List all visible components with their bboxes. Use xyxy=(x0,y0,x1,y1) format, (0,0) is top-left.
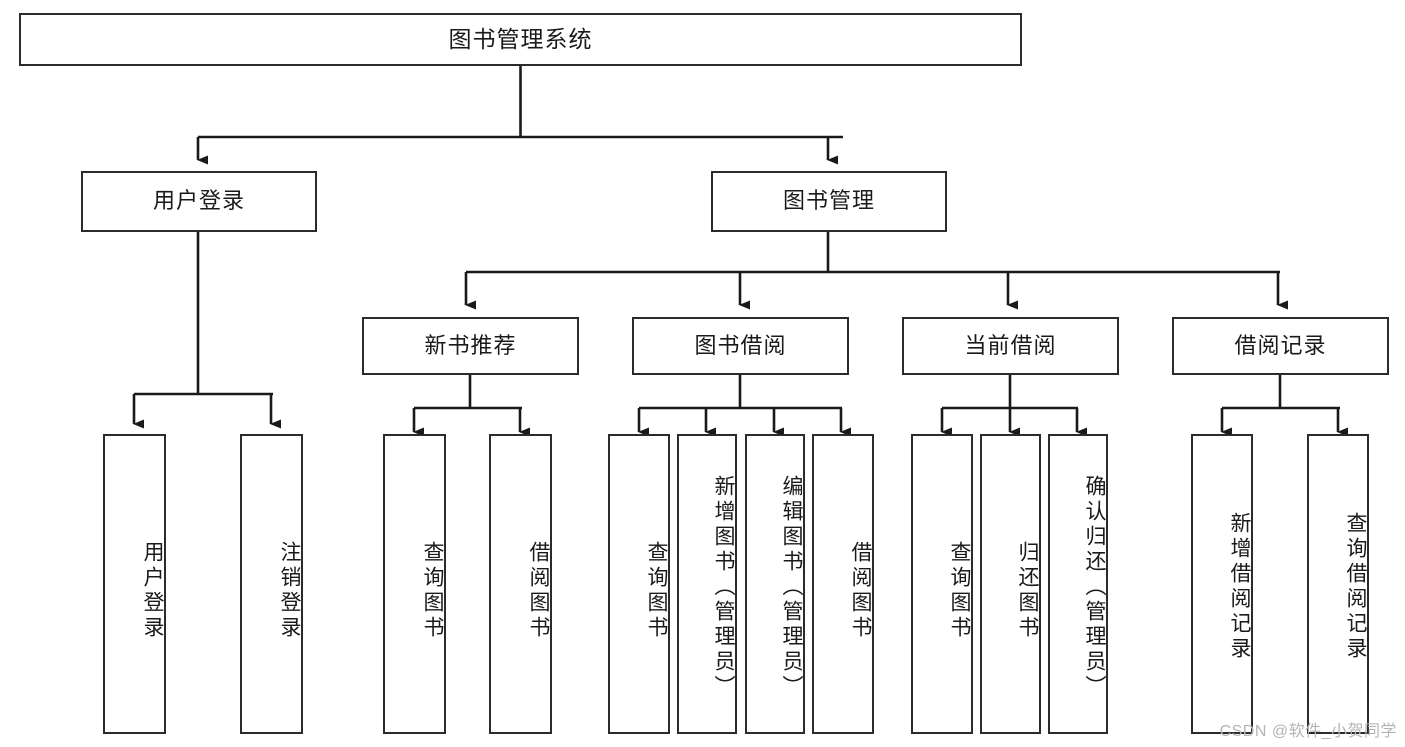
node-root-label: 图书管理系统 xyxy=(448,25,593,52)
leaf-return-book-label: 归还图书 xyxy=(1016,541,1039,641)
leaf-query-book-1-label: 查询图书 xyxy=(421,541,444,641)
leaf-borrow-book-2-label: 借阅图书 xyxy=(849,541,872,641)
node-user-login[interactable]: 用户登录 xyxy=(81,171,317,232)
node-new-book-recommend-label: 新书推荐 xyxy=(424,332,517,358)
leaf-logout-login[interactable]: 注销登录 xyxy=(240,434,303,734)
leaf-query-book-2[interactable]: 查询图书 xyxy=(608,434,670,734)
node-user-login-label: 用户登录 xyxy=(152,188,245,214)
leaf-query-book-1[interactable]: 查询图书 xyxy=(383,434,446,734)
node-book-borrow-label: 图书借阅 xyxy=(694,332,787,358)
node-root-system[interactable]: 图书管理系统 xyxy=(19,13,1022,66)
node-borrow-record[interactable]: 借阅记录 xyxy=(1172,317,1389,375)
leaf-query-record-label: 查询借阅记录 xyxy=(1344,512,1367,662)
leaf-add-record[interactable]: 新增借阅记录 xyxy=(1191,434,1253,734)
watermark-text: CSDN @软件_小贺同学 xyxy=(1219,723,1397,740)
leaf-borrow-book-1[interactable]: 借阅图书 xyxy=(489,434,552,734)
leaf-query-book-3[interactable]: 查询图书 xyxy=(911,434,973,734)
node-new-book-recommend[interactable]: 新书推荐 xyxy=(362,317,579,375)
node-book-manage-label: 图书管理 xyxy=(782,188,875,214)
leaf-query-record[interactable]: 查询借阅记录 xyxy=(1307,434,1369,734)
leaf-add-record-label: 新增借阅记录 xyxy=(1228,512,1251,662)
node-book-borrow[interactable]: 图书借阅 xyxy=(632,317,849,375)
leaf-add-book[interactable]: 新增图书（管理员） xyxy=(677,434,737,734)
node-borrow-record-label: 借阅记录 xyxy=(1234,332,1327,358)
leaf-edit-book-label: 编辑图书（管理员） xyxy=(780,474,803,700)
leaf-return-book[interactable]: 归还图书 xyxy=(980,434,1041,734)
leaf-user-login-label: 用户登录 xyxy=(141,541,164,641)
leaf-logout-login-label: 注销登录 xyxy=(278,541,301,641)
leaf-query-book-2-label: 查询图书 xyxy=(645,541,668,641)
leaf-confirm-return[interactable]: 确认归还（管理员） xyxy=(1048,434,1108,734)
leaf-add-book-label: 新增图书（管理员） xyxy=(712,474,735,700)
leaf-user-login[interactable]: 用户登录 xyxy=(103,434,166,734)
leaf-query-book-3-label: 查询图书 xyxy=(948,541,971,641)
leaf-borrow-book-1-label: 借阅图书 xyxy=(527,541,550,641)
leaf-confirm-return-label: 确认归还（管理员） xyxy=(1083,474,1106,700)
node-current-borrow[interactable]: 当前借阅 xyxy=(902,317,1119,375)
leaf-borrow-book-2[interactable]: 借阅图书 xyxy=(812,434,874,734)
node-book-manage[interactable]: 图书管理 xyxy=(711,171,947,232)
leaf-edit-book[interactable]: 编辑图书（管理员） xyxy=(745,434,805,734)
node-current-borrow-label: 当前借阅 xyxy=(964,332,1057,358)
